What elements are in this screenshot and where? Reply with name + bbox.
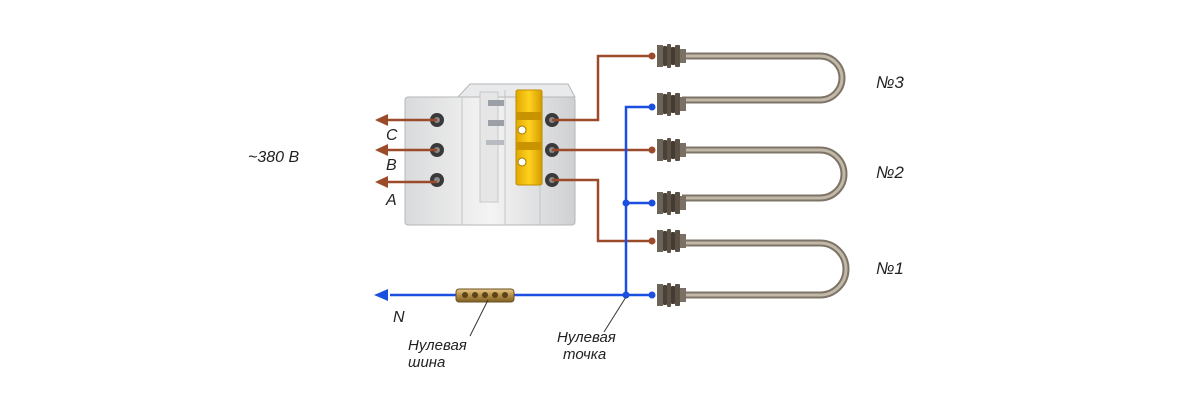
phase-c-arrow-icon (375, 114, 437, 126)
terminal-dot (648, 146, 656, 154)
phase-c-label: C (386, 127, 398, 144)
terminal-dot (648, 52, 656, 60)
neutral-bus-label-line2: шина (408, 354, 445, 371)
phase-b-label: B (386, 157, 397, 174)
heater-label-1: №1 (876, 259, 904, 278)
tubular-heater-icon-1 (657, 229, 850, 307)
neutral-wiring (374, 103, 656, 301)
neutral-point-label-line1: Нулевая (557, 329, 616, 346)
phase-a-label: A (385, 192, 397, 209)
neutral-point-label-line2: точка (563, 346, 606, 363)
tubular-heater-icon-3 (657, 44, 846, 116)
tubular-heater-icon-2 (657, 138, 848, 215)
heater-label-2: №2 (876, 163, 904, 182)
neutral-bus-label-line1: Нулевая (408, 337, 467, 354)
neutral-label: N (393, 309, 405, 326)
neutral-bus-bar-icon (455, 288, 515, 303)
neutral-bus-pointer (469, 299, 489, 337)
circuit-breaker-icon (404, 83, 576, 226)
voltage-label: ~380 В (248, 149, 299, 166)
heater-label-3: №3 (876, 73, 904, 92)
phase-a-arrow-icon (375, 176, 437, 188)
terminal-dot (648, 237, 656, 245)
phase-b-arrow-icon (375, 144, 437, 156)
neutral-point-pointer (603, 296, 627, 333)
phase-wire-3 (552, 54, 652, 122)
